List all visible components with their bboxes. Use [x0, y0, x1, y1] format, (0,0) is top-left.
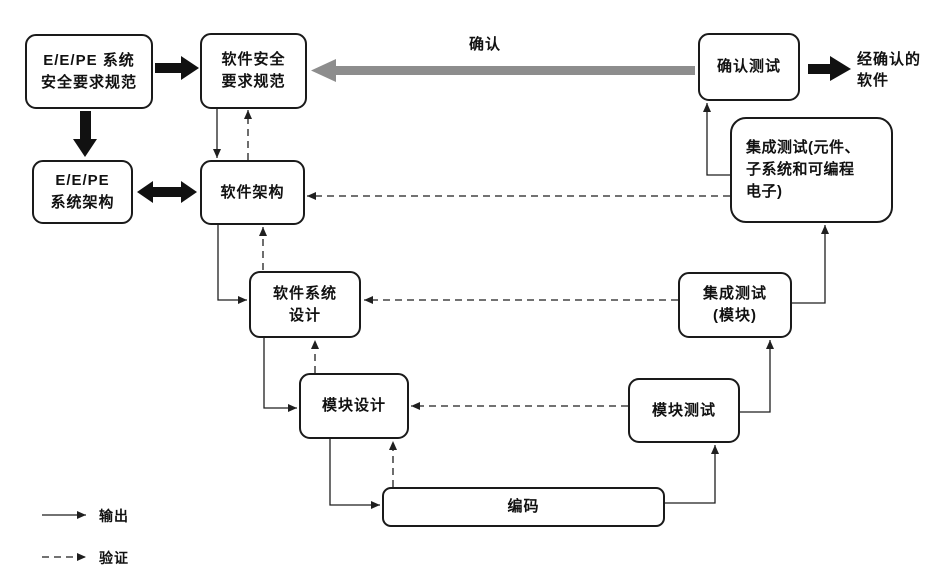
legend-verification-label: 验证 [99, 550, 129, 566]
output-line-moduledesign-to-coding [329, 439, 380, 509]
node-label: 软件架构 [220, 183, 285, 201]
node-label: 确认测试 [716, 58, 781, 76]
thick-double-arrow-eepearch-swarch [137, 181, 197, 203]
node-label: 模块测试 [651, 401, 716, 419]
node-label: 编码 [507, 498, 540, 516]
node-label: E/E/PE 系统 安全要求规范 [40, 51, 137, 91]
node-integration-test-module: 集成测试 (模块) [678, 272, 792, 338]
legend-output-label: 输出 [99, 508, 129, 524]
node-module-design: 模块设计 [299, 373, 409, 439]
node-label: 模块设计 [321, 397, 386, 415]
output-line-swarch-to-swsysdesign [217, 225, 247, 304]
validation-gray-arrow [311, 59, 695, 82]
output-line-integrationmodule-to-integrationpe [792, 225, 829, 304]
node-coding: 编码 [382, 487, 665, 527]
output-line-swsysdesign-to-moduledesign [263, 338, 297, 412]
output-line-integrationpe-to-validationtest [703, 103, 730, 176]
output-line-coding-to-moduletest [665, 445, 719, 504]
node-module-test: 模块测试 [628, 378, 740, 443]
output-line-moduletest-to-integrationmodule [740, 340, 774, 413]
node-label: 集成测试(元件、 子系统和可编程 电子) [746, 139, 860, 200]
validation-arrow-label: 确认 [468, 36, 501, 53]
node-validation-test: 确认测试 [698, 33, 800, 101]
node-label: 软件系统 设计 [272, 284, 337, 324]
node-integration-test-pe: 集成测试(元件、 子系统和可编程 电子) [730, 117, 893, 223]
node-label: 集成测试 (模块) [702, 285, 767, 324]
node-software-safety-spec: 软件安全 要求规范 [200, 33, 307, 109]
thick-arrow-eepespec-to-eepearch [73, 111, 97, 157]
validated-software-label: 经确认的 软件 [857, 51, 922, 89]
thick-arrow-validationtest-to-validatedsoftware [808, 56, 851, 81]
node-software-architecture: 软件架构 [200, 160, 305, 225]
node-label: E/E/PE 系统架构 [50, 172, 115, 211]
thick-arrow-eepespec-to-swspec [155, 56, 199, 80]
node-label: 软件安全 要求规范 [221, 51, 286, 90]
node-eepe-architecture: E/E/PE 系统架构 [32, 160, 133, 224]
node-eepe-safety-spec: E/E/PE 系统 安全要求规范 [25, 34, 153, 109]
node-software-system-design: 软件系统 设计 [249, 271, 361, 338]
